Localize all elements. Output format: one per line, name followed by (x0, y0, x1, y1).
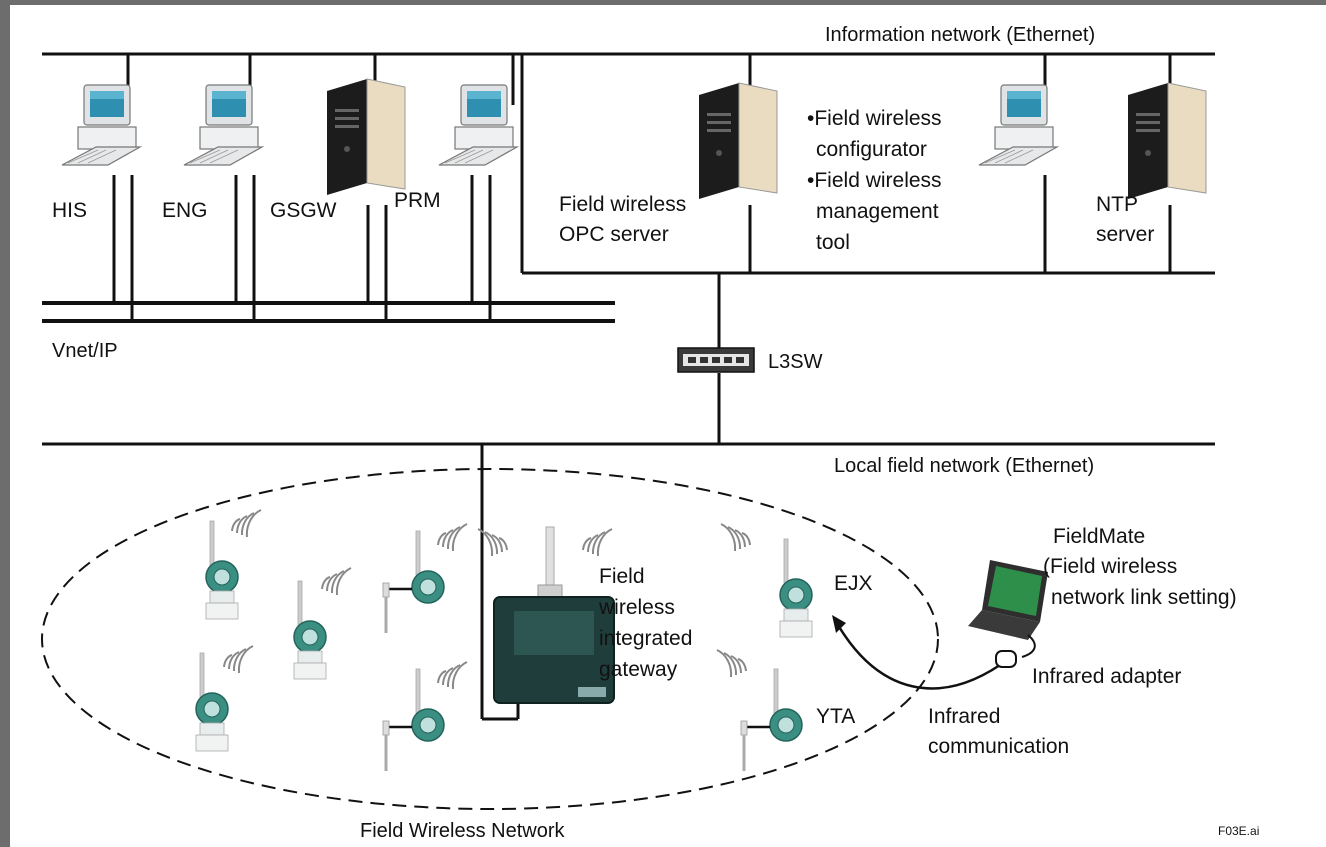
wireless-transmitter-icon-3 (195, 652, 229, 752)
configurator-label-line2: configurator (816, 138, 927, 161)
configurator-label-line3: •Field wireless (807, 169, 942, 192)
file-tag: F03E.ai (1218, 824, 1259, 838)
ejx-transmitter-icon (779, 538, 813, 638)
gsgw-server-icon (326, 78, 406, 196)
opc-label-line1: Field wireless (559, 193, 686, 216)
adapter-cable (1021, 634, 1036, 658)
field-wireless-network-boundary (41, 468, 939, 810)
infrared-comm-line2: communication (928, 735, 1069, 758)
temperature-transmitter-icon-2 (381, 667, 446, 773)
fieldmate-label-line1: FieldMate (1053, 525, 1145, 548)
gsgw-label: GSGW (270, 199, 337, 222)
ntp-label-line2: server (1096, 223, 1154, 246)
field-wireless-network-label: Field Wireless Network (360, 820, 565, 842)
fieldmate-label-line3: network link setting) (1051, 586, 1237, 609)
infrared-adapter-label: Infrared adapter (1032, 665, 1181, 688)
wireless-signal-icon-2 (321, 567, 352, 596)
ejx-label: EJX (834, 572, 873, 595)
configurator-label-line4: management (816, 200, 939, 223)
ntp-server-icon (1127, 82, 1207, 200)
laptop-icon (968, 560, 1048, 640)
gateway-signal-right-icon (582, 528, 613, 557)
temperature-transmitter-icon-1 (381, 529, 446, 635)
opc-label-line2: OPC server (559, 223, 669, 246)
sub-bus-drops (748, 175, 1172, 273)
infrared-link-arrow (836, 624, 1001, 690)
eng-label: ENG (162, 199, 208, 222)
network-switch-icon (677, 347, 755, 373)
wireless-transmitter-icon-1 (205, 520, 239, 620)
gateway-label-line3: integrated (599, 627, 692, 650)
vnet-drops (112, 175, 492, 321)
network-diagram: Information network (Ethernet) Vnet/IP (10, 5, 1326, 847)
wireless-signal-icon-4 (437, 523, 468, 552)
prm-pc-icon (438, 84, 518, 166)
yta-transmitter-icon (739, 667, 804, 773)
fieldmate-label-line2: (Field wireless (1043, 555, 1177, 578)
wireless-signal-icon-1 (231, 509, 262, 538)
gateway-box-icon (493, 526, 615, 704)
vnet-label: Vnet/IP (52, 340, 118, 362)
wireless-signal-icon-3 (223, 645, 254, 674)
configurator-label-line5: tool (816, 231, 850, 254)
infrared-comm-line1: Infrared (928, 705, 1000, 728)
gateway-label-line2: wireless (598, 596, 675, 619)
infrared-adapter-icon (995, 650, 1017, 668)
gateway-label-line4: gateway (599, 658, 678, 681)
opc-server-icon (698, 82, 778, 200)
his-label: HIS (52, 199, 87, 222)
his-pc-icon (61, 84, 141, 166)
ejx-signal-icon (720, 523, 751, 552)
diagram-svg: Information network (Ethernet) Vnet/IP (41, 24, 1259, 842)
configurator-pc-icon (978, 84, 1058, 166)
prm-label: PRM (394, 189, 441, 212)
information-drops (126, 54, 1172, 105)
local-field-network-label: Local field network (Ethernet) (834, 455, 1094, 477)
information-network-label: Information network (Ethernet) (825, 24, 1095, 46)
eng-pc-icon (183, 84, 263, 166)
yta-label: YTA (816, 705, 855, 728)
wireless-transmitter-icon-2 (293, 580, 327, 680)
ntp-label-line1: NTP (1096, 193, 1138, 216)
yta-signal-icon (716, 649, 747, 678)
wireless-signal-icon-5 (437, 661, 468, 690)
gateway-label-line1: Field (599, 565, 645, 588)
configurator-label-line1: •Field wireless (807, 107, 942, 130)
l3sw-label: L3SW (768, 351, 823, 373)
